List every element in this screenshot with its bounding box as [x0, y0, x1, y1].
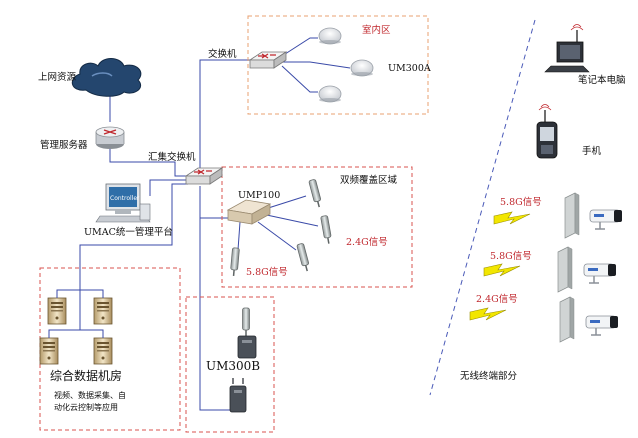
- link-core-switch: [199, 59, 250, 168]
- link-core-umac: [149, 179, 188, 196]
- switch-icon: [249, 51, 287, 69]
- cpe-panel-icon-2: [557, 246, 573, 293]
- core-switch-icon: [185, 167, 223, 185]
- server-icon-4: [93, 337, 113, 365]
- lightning-icon-2: [483, 263, 521, 277]
- datacenter-note-line2: 动化云控制等应用: [54, 402, 118, 412]
- um300b-unit-icon-2: [229, 378, 247, 413]
- signal-58-zone-label: 5.8G信号: [246, 266, 288, 278]
- link-switch-dome1: [281, 37, 318, 57]
- ump100-label: UMP100: [238, 190, 280, 201]
- link-server-core: [109, 148, 188, 177]
- camera-icon-2: [583, 263, 617, 284]
- cloud-icon: [71, 58, 142, 97]
- datacenter-zone-box: [39, 267, 181, 431]
- dome-ap-icon-2: [350, 59, 374, 77]
- antenna-icon-3: [295, 242, 312, 273]
- laptop-icon: [544, 24, 590, 73]
- um300b-unit-icon-1: [237, 335, 257, 359]
- antenna-icon-1: [307, 178, 324, 209]
- controller-screen-label: Controller: [110, 195, 140, 202]
- datacenter-inner-links: [48, 260, 104, 338]
- terminal-section-label: 无线终端部分: [460, 370, 518, 382]
- internet-label: 上网资源: [38, 72, 77, 83]
- phone-label: 手机: [582, 145, 602, 157]
- umac-label: UMAC统一管理平台: [84, 226, 173, 238]
- link-core-ump: [199, 186, 228, 219]
- lightning-icon-3: [469, 307, 507, 321]
- dome-ap-icon-1: [318, 27, 342, 45]
- lightning-icon-1: [493, 211, 531, 225]
- link-ump-ant3: [257, 221, 297, 251]
- ump100-icon: [226, 199, 272, 225]
- laptop-label: 笔记本电脑: [578, 74, 626, 86]
- dualband-zone-box: [221, 166, 413, 288]
- link-ump-ant2: [261, 213, 319, 227]
- antenna-icon-2: [319, 214, 334, 245]
- link-ump-ant4: [237, 221, 241, 251]
- datacenter-note-line1: 视频、数据采集、自: [54, 390, 126, 400]
- dome-ap-icon-3: [318, 85, 342, 103]
- indoor-zone-box: [247, 15, 429, 115]
- phone-icon: [536, 104, 558, 159]
- server-icon-3: [39, 337, 59, 365]
- signal-24-zone-label: 2.4G信号: [346, 236, 388, 248]
- cpe-panel-icon-3: [559, 296, 575, 343]
- um300b-zone-box: [185, 296, 275, 433]
- dualband-zone-label: 双频覆盖区域: [340, 174, 398, 186]
- mgmt-server-label: 管理服务器: [40, 139, 88, 151]
- umac-computer-icon: Controller: [95, 183, 151, 223]
- router-icon: [95, 126, 125, 149]
- link-core-datacenter: [79, 183, 188, 260]
- indoor-zone-label: 室内区: [362, 24, 391, 36]
- signal-label-2: 5.8G信号: [490, 250, 532, 262]
- core-switch-label: 汇集交换机: [148, 151, 196, 163]
- um300b-antenna-icon: [241, 307, 251, 337]
- signal-label-3: 2.4G信号: [476, 293, 518, 305]
- um300b-label: UM300B: [206, 359, 260, 373]
- terminal-divider: [429, 19, 536, 396]
- link-switch-dome2: [282, 61, 351, 69]
- signal-label-1: 5.8G信号: [500, 196, 542, 208]
- datacenter-label: 综合数据机房: [50, 368, 122, 383]
- link-core-um300b: [199, 186, 232, 411]
- server-icon-2: [93, 297, 113, 325]
- switch-label: 交换机: [208, 48, 237, 60]
- camera-icon-3: [585, 315, 619, 336]
- cpe-panel-icon-1: [564, 192, 580, 239]
- camera-icon-1: [589, 209, 623, 230]
- server-icon-1: [47, 297, 67, 325]
- antenna-icon-4: [229, 246, 241, 277]
- um300a-label: UM300A: [388, 63, 431, 74]
- link-switch-dome3: [281, 65, 318, 93]
